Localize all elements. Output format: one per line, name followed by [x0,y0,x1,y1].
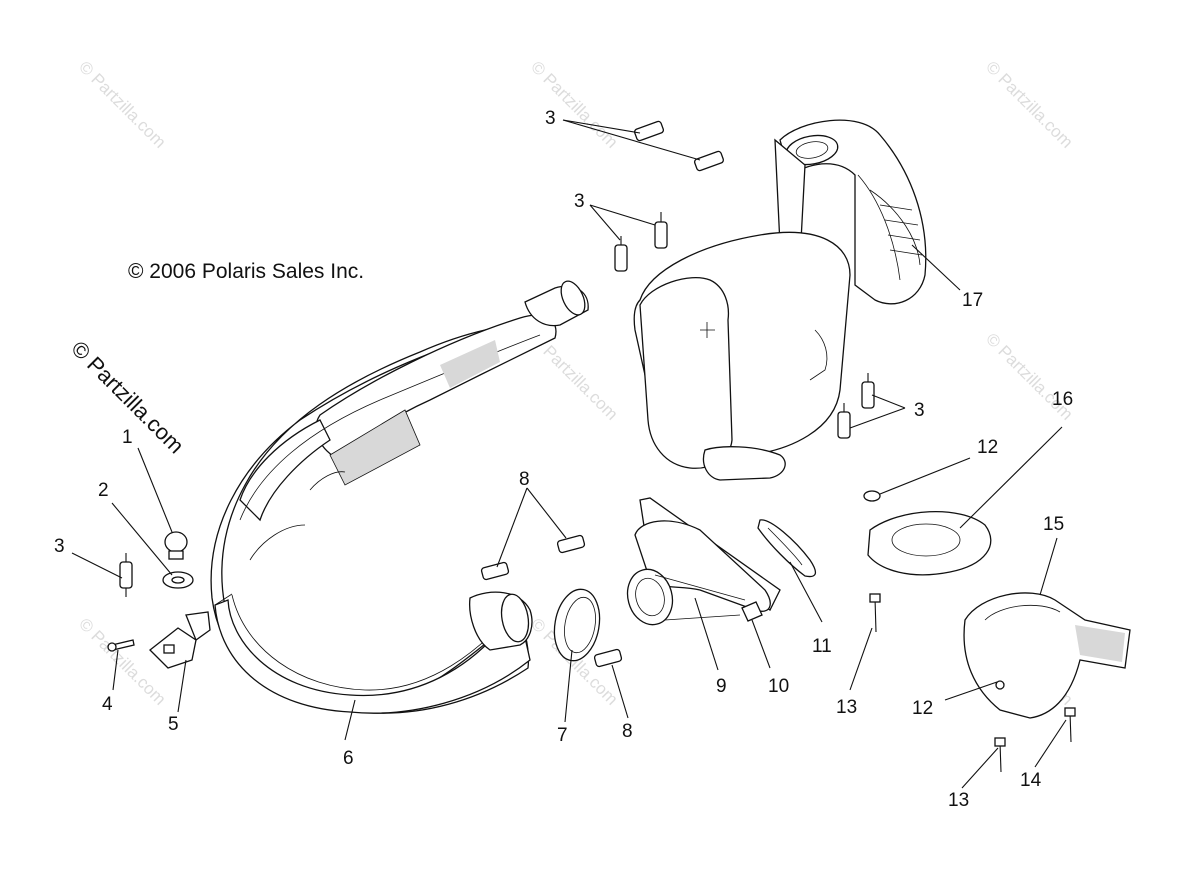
callout-9: 9 [716,676,727,697]
expansion-chamber-part-6 [210,280,589,714]
spring-part-3 [654,212,668,249]
callout-12: 12 [912,698,933,719]
manifold-part-9 [626,497,781,626]
nut-part-12 [863,490,881,502]
spring-part-3 [837,403,851,439]
callout-8: 8 [519,469,530,490]
spring-part-8 [593,648,623,668]
callout-13: 13 [836,697,857,718]
spring-part-3 [119,553,133,597]
watermark: © Partzilla.com [982,57,1076,151]
callout-14: 14 [1020,770,1042,791]
callout-5: 5 [168,714,179,735]
callout-4: 4 [102,694,113,715]
spring-part-8 [556,534,586,554]
callout-2: 2 [98,480,109,501]
spring-part-3 [693,150,725,172]
callout-7: 7 [557,725,568,746]
seal-ring-part-7 [553,588,601,662]
screw-part-13 [994,737,1006,773]
callout-8: 8 [622,721,633,742]
spring-part-8 [480,561,510,581]
watermark: © Partzilla.com [75,57,169,151]
callout-3: 3 [914,400,925,421]
ring-plate-part-16 [867,511,992,576]
gasket-part-11 [757,519,817,578]
bushing-part-10 [741,601,763,622]
washer-part-2 [162,571,194,589]
callout-16: 16 [1052,389,1073,410]
cap-part-1 [164,531,188,560]
callout-12: 12 [977,437,998,458]
callout-3: 3 [54,536,65,557]
callout-10: 10 [768,676,789,697]
silencer-part-17 [633,119,927,481]
callout-11: 11 [812,636,832,657]
callout-3: 3 [545,108,556,129]
watermark: © Partzilla.com [527,57,621,151]
callout-6: 6 [343,748,354,769]
spring-part-3 [633,120,665,142]
leader-lines [71,119,1067,789]
screw-part-14 [1064,707,1076,743]
callout-labels: 1 2 3 3 3 3 4 5 6 7 8 8 9 10 11 12 12 13… [54,108,1073,811]
spring-part-3 [861,373,875,409]
callout-3: 3 [574,191,585,212]
watermark: © Partzilla.com [75,614,169,708]
spring-part-3 [614,236,628,272]
callout-13: 13 [948,790,969,811]
copyright-text: © 2006 Polaris Sales Inc. [128,260,364,283]
callout-1: 1 [122,427,133,448]
callout-17: 17 [962,290,983,311]
screw-part-13 [869,593,881,633]
bolt-part-4 [107,639,135,652]
heat-shield-part-15 [963,592,1131,719]
callout-15: 15 [1043,514,1064,535]
bracket-part-5 [149,611,211,669]
